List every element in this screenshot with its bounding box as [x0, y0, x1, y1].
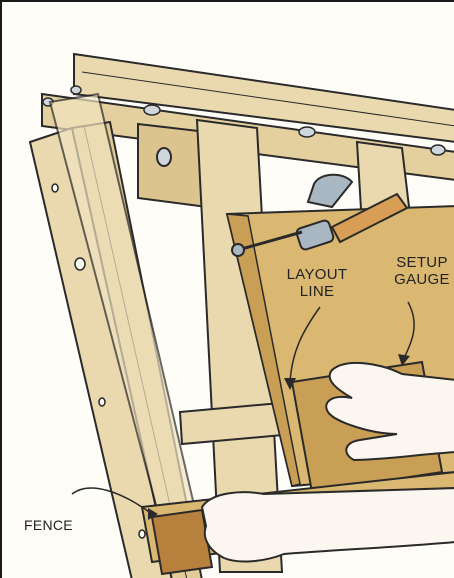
back-block: [138, 124, 207, 207]
bolt-hole-icon: [157, 148, 171, 166]
layout-line-label-line1: LAYOUT: [274, 266, 360, 283]
setup-gauge-label: SETUP GAUGE: [382, 254, 454, 288]
layout-line-label-line2: LINE: [274, 283, 360, 300]
setup-gauge-label-line1: SETUP: [382, 254, 454, 271]
layout-line-label: LAYOUT LINE: [274, 266, 360, 300]
fence-label: FENCE: [24, 517, 84, 534]
left-hand-icon: [202, 488, 454, 561]
setup-gauge-label-line2: GAUGE: [382, 271, 454, 288]
fence-block: [152, 510, 212, 574]
